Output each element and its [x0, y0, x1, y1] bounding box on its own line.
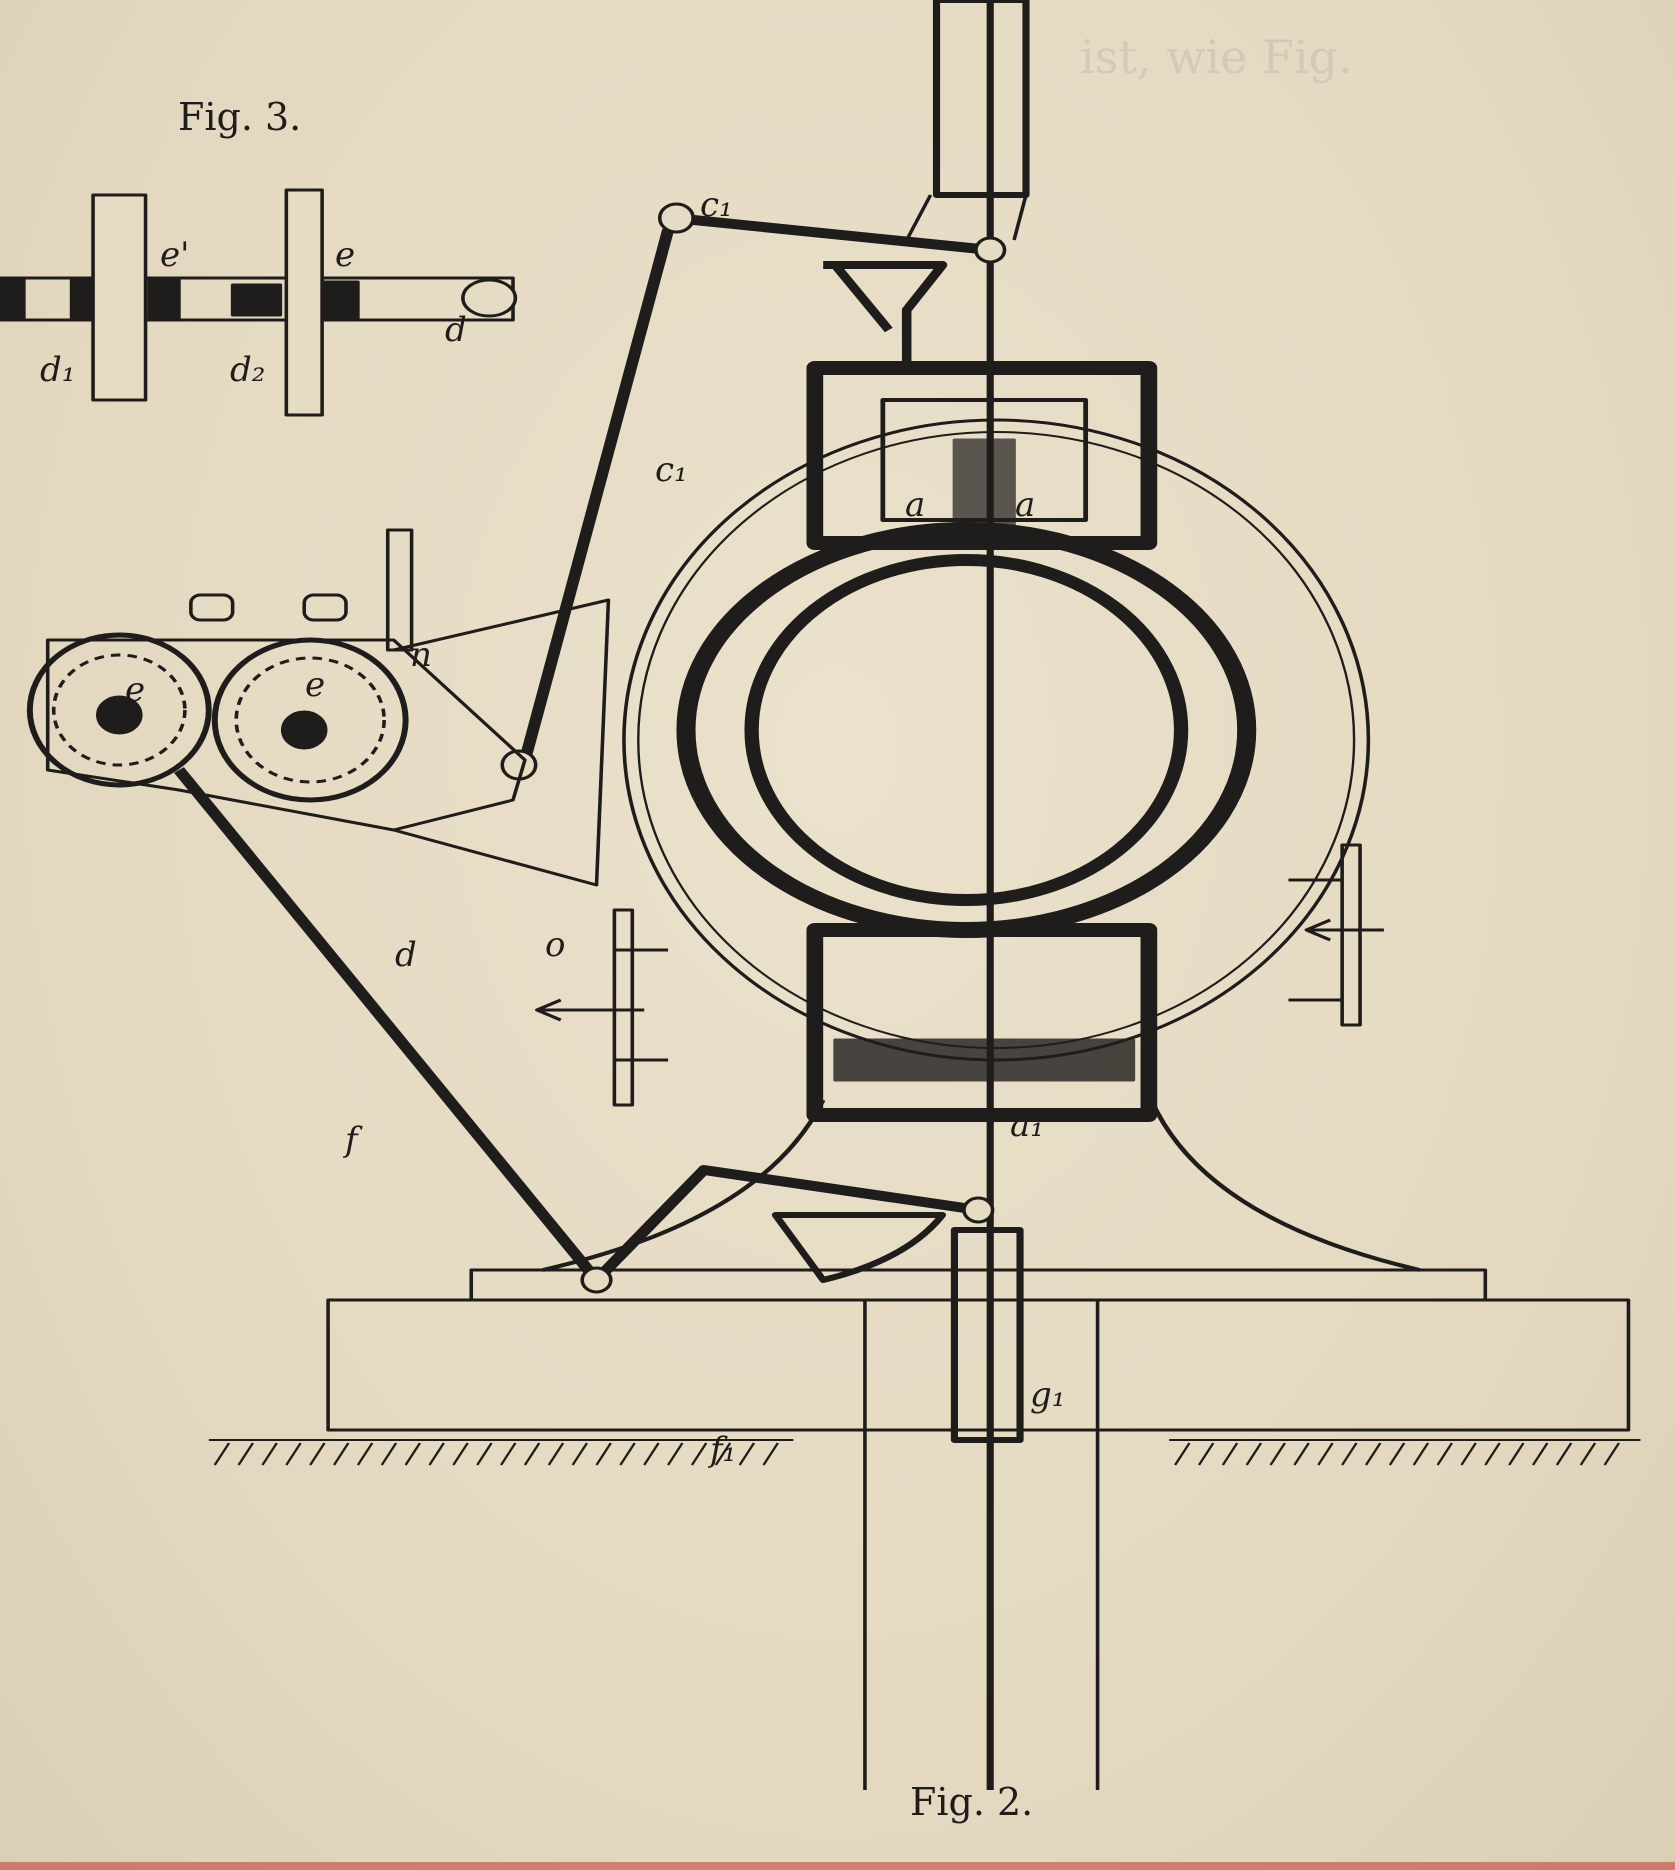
label-a-right: a [1015, 485, 1036, 525]
label-c1-rod: c₁ [655, 450, 688, 490]
label-o: o [545, 925, 566, 965]
fig3-shaft-assembly [0, 188, 518, 417]
label-g1: g₁ [1030, 1375, 1066, 1415]
label-d: d [395, 935, 417, 975]
label-e-left: e [125, 670, 146, 710]
label-d2: d₂ [230, 350, 266, 390]
label-c1-top: c₁ [700, 185, 733, 225]
label-f1: f₁ [710, 1430, 737, 1470]
red-edge-strip [0, 1862, 1675, 1870]
label-n: n [410, 635, 432, 675]
label-a-left: a [905, 485, 926, 525]
label-a1: a₁ [1010, 1105, 1044, 1145]
fig2-caption: Fig. 2. [910, 1780, 1034, 1824]
label-d-fig3: d [445, 310, 467, 350]
label-e-prime: e' [160, 235, 190, 275]
fig3-caption: Fig. 3. [178, 95, 302, 139]
label-e: e [335, 235, 356, 275]
label-d1: d₁ [40, 350, 76, 390]
bleed-through-text: ist, wie Fig. [1080, 30, 1353, 84]
label-e-right: e [305, 665, 326, 705]
label-f: f [345, 1120, 358, 1160]
